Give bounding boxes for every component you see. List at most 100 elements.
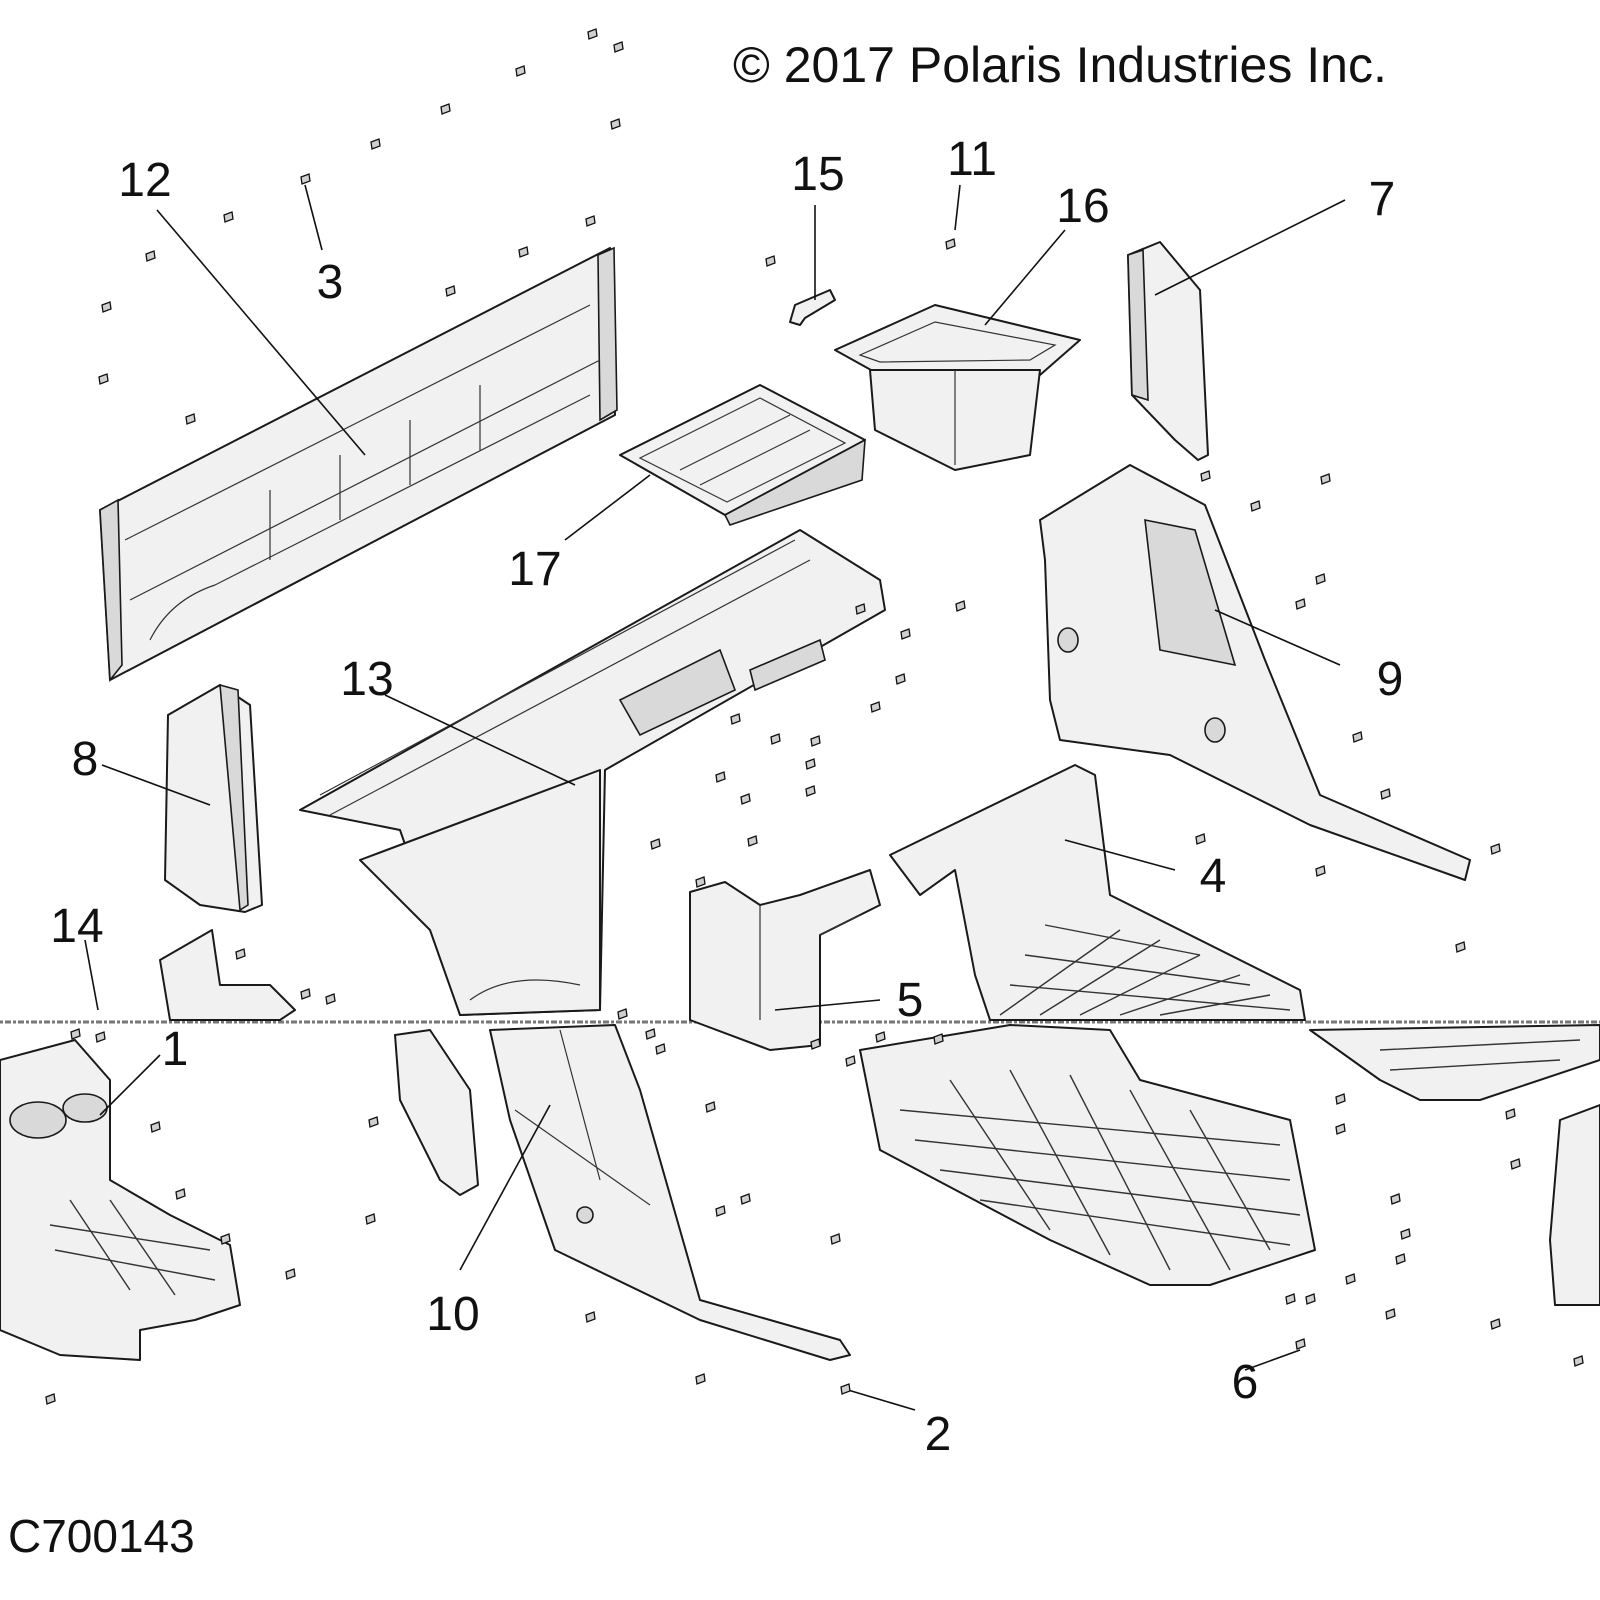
fastener-83 xyxy=(840,1383,851,1395)
fastener-77 xyxy=(1385,1308,1396,1320)
fastener-17 xyxy=(945,238,956,250)
fastener-46 xyxy=(300,988,311,1000)
fastener-25 xyxy=(900,628,911,640)
fastener-35 xyxy=(747,835,758,847)
part-9-right-wall xyxy=(1039,464,1471,881)
callout-15: 15 xyxy=(791,148,844,201)
fastener-29 xyxy=(770,733,781,745)
leader-4 xyxy=(1064,839,1176,871)
fastener-16 xyxy=(765,255,776,267)
fastener-24 xyxy=(955,600,966,612)
fastener-21 xyxy=(1315,573,1326,585)
fastener-6 xyxy=(370,138,381,150)
fastener-69 xyxy=(1400,1228,1411,1240)
fastener-33 xyxy=(740,793,751,805)
fastener-13 xyxy=(101,301,112,313)
part-1-left-console xyxy=(0,1039,241,1361)
fastener-31 xyxy=(805,758,816,770)
callout-6: 6 xyxy=(1232,1356,1259,1409)
fastener-14 xyxy=(98,373,109,385)
callout-2: 2 xyxy=(925,1408,952,1461)
fastener-59 xyxy=(1335,1093,1346,1105)
fastener-20 xyxy=(1250,500,1261,512)
callout-9: 9 xyxy=(1377,653,1404,706)
fastener-38 xyxy=(1352,731,1363,743)
callout-7: 7 xyxy=(1369,173,1396,226)
part-12-rear-panel xyxy=(99,246,618,683)
fastener-40 xyxy=(1195,833,1206,845)
leader-14 xyxy=(84,939,99,1011)
fastener-75 xyxy=(1305,1293,1316,1305)
part-4-right-floor xyxy=(889,764,1306,1021)
fastener-hardware xyxy=(45,28,1584,1405)
leader-16 xyxy=(984,229,1066,326)
callout-12: 12 xyxy=(118,154,171,207)
fastener-22 xyxy=(1295,598,1306,610)
callout-5: 5 xyxy=(897,974,924,1027)
fastener-67 xyxy=(715,1205,726,1217)
fastener-54 xyxy=(933,1033,944,1045)
leader-13 xyxy=(384,694,576,786)
part-16-bin xyxy=(834,304,1081,471)
fastener-32 xyxy=(715,771,726,783)
leader-17 xyxy=(564,474,651,541)
callout-17: 17 xyxy=(508,543,561,596)
fastener-7 xyxy=(300,173,311,185)
fastener-65 xyxy=(740,1193,751,1205)
fastener-45 xyxy=(325,993,336,1005)
fastener-51 xyxy=(655,1043,666,1055)
leader-12 xyxy=(156,209,366,456)
fastener-52 xyxy=(810,1038,821,1050)
fastener-78 xyxy=(1490,1318,1501,1330)
fastener-58 xyxy=(705,1101,716,1113)
leader-6 xyxy=(1244,1349,1301,1371)
leader-3 xyxy=(304,184,323,251)
callout-14: 14 xyxy=(50,900,103,953)
fastener-73 xyxy=(1345,1273,1356,1285)
fastener-2 xyxy=(613,41,624,53)
fastener-55 xyxy=(845,1055,856,1067)
fastener-42 xyxy=(1315,865,1326,877)
fastener-4 xyxy=(440,103,451,115)
callout-4: 4 xyxy=(1200,850,1227,903)
leader-2 xyxy=(847,1389,916,1411)
fastener-49 xyxy=(617,1008,628,1020)
fastener-9 xyxy=(145,250,156,262)
fastener-74 xyxy=(1285,1293,1296,1305)
part-4-floor-lower xyxy=(859,1024,1316,1286)
fastener-66 xyxy=(365,1213,376,1225)
fastener-18 xyxy=(1200,470,1211,482)
fastener-36 xyxy=(650,838,661,850)
callout-10: 10 xyxy=(426,1288,479,1341)
part-14-left-bracket xyxy=(159,929,296,1021)
callout-13: 13 xyxy=(340,653,393,706)
part-7-side-post xyxy=(1127,241,1209,461)
fastener-3 xyxy=(515,65,526,77)
leader-9 xyxy=(1214,609,1341,666)
fastener-19 xyxy=(1320,473,1331,485)
part-10-tunnel-panel xyxy=(489,1024,851,1361)
fastener-44 xyxy=(235,948,246,960)
callout-leaders xyxy=(84,184,1346,1411)
fastener-12 xyxy=(445,285,456,297)
fastener-50 xyxy=(645,1028,656,1040)
fastener-70 xyxy=(1395,1253,1406,1265)
fastener-79 xyxy=(695,1373,706,1385)
fastener-56 xyxy=(368,1116,379,1128)
fastener-82 xyxy=(45,1393,56,1405)
fastener-8 xyxy=(223,211,234,223)
fastener-64 xyxy=(175,1188,186,1200)
fastener-80 xyxy=(1295,1338,1306,1350)
leader-8 xyxy=(101,764,211,806)
fastener-27 xyxy=(870,701,881,713)
fastener-26 xyxy=(895,673,906,685)
part-8-left-post xyxy=(164,683,263,913)
callout-8: 8 xyxy=(72,733,99,786)
fastener-68 xyxy=(830,1233,841,1245)
part-17-tray xyxy=(619,384,866,526)
callout-1: 1 xyxy=(162,1023,189,1076)
fastener-37 xyxy=(695,876,706,888)
fastener-47 xyxy=(70,1028,81,1040)
copyright-text: © 2017 Polaris Industries Inc. xyxy=(733,37,1387,93)
fastener-72 xyxy=(285,1268,296,1280)
